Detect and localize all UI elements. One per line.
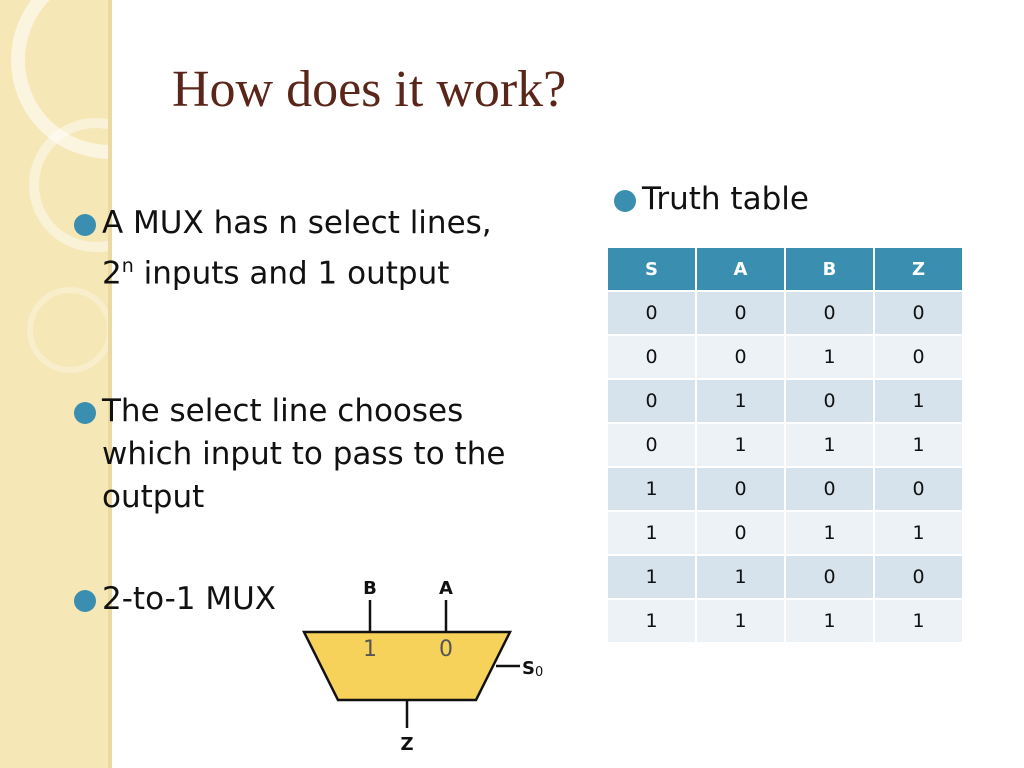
- slide-title: How does it work?: [172, 61, 567, 118]
- truth-table-cell: 0: [695, 466, 786, 512]
- bullet-select-line-chooses: The select line chooses which input to p…: [74, 390, 514, 520]
- truth-table-cell: 0: [695, 334, 786, 380]
- mux-input-a-label: A: [439, 578, 453, 599]
- bullet-dot-icon: [74, 402, 96, 424]
- truth-table-cell: 1: [873, 378, 964, 424]
- truth-table-cell: 0: [606, 290, 697, 336]
- header-s: S: [606, 246, 697, 292]
- mux-select-label: S0: [522, 658, 543, 680]
- header-a: A: [695, 246, 786, 292]
- truth-table-cell: 0: [873, 334, 964, 380]
- bullet-dot-icon: [74, 214, 96, 236]
- truth-table-cell: 1: [606, 554, 697, 600]
- truth-table-cell: 0: [606, 422, 697, 468]
- truth-table-cell: 1: [695, 554, 786, 600]
- mux-input-b-label: B: [363, 578, 377, 599]
- truth-table-cell: 1: [873, 422, 964, 468]
- truth-table-cell: 1: [784, 334, 875, 380]
- mux-output-label: Z: [400, 734, 413, 755]
- truth-table-cell: 1: [606, 510, 697, 556]
- truth-table-cell: 0: [606, 378, 697, 424]
- mux-diagram: B A 1 0 S0 Z: [301, 578, 543, 755]
- truth-table-cell: 1: [606, 466, 697, 512]
- truth-table-cell: 0: [784, 290, 875, 336]
- bullet-text: Truth table: [642, 181, 809, 217]
- bullet-dot-icon: [74, 590, 96, 612]
- truth-table-cell: 1: [784, 510, 875, 556]
- bullet-text: A MUX has n select lines, 2n inputs and …: [102, 205, 492, 292]
- truth-table-cell: 0: [784, 466, 875, 512]
- truth-table-cell: 0: [873, 554, 964, 600]
- truth-table-cell: 1: [606, 598, 697, 644]
- truth-table-cell: 1: [873, 598, 964, 644]
- truth-table-cell: 0: [784, 554, 875, 600]
- mux-port-0: 0: [439, 637, 453, 662]
- truth-table-cell: 0: [695, 510, 786, 556]
- bullet-text: The select line chooses which input to p…: [102, 393, 506, 515]
- truth-table-cell: 0: [873, 290, 964, 336]
- truth-table-cell: 0: [784, 378, 875, 424]
- truth-table-cell: 1: [784, 598, 875, 644]
- truth-table-cell: 0: [695, 290, 786, 336]
- bullet-truth-table: Truth table: [614, 178, 954, 228]
- decorative-side-strip: [0, 0, 112, 768]
- mux-body: [301, 630, 513, 702]
- truth-table-cell: 0: [606, 334, 697, 380]
- truth-table-cell: 0: [873, 466, 964, 512]
- truth-table-cell: 1: [784, 422, 875, 468]
- truth-table-cell: 1: [695, 598, 786, 644]
- bullet-2-to-1-mux: 2-to-1 MUX: [74, 578, 514, 628]
- bullet-dot-icon: [614, 190, 636, 212]
- truth-table-cell: 1: [873, 510, 964, 556]
- bullet-text: 2-to-1 MUX: [102, 581, 277, 617]
- header-z: Z: [873, 246, 964, 292]
- truth-table-cell: 1: [695, 422, 786, 468]
- bullet-mux-select-lines: A MUX has n select lines, 2n inputs and …: [74, 202, 514, 332]
- mux-port-1: 1: [363, 637, 377, 662]
- header-b: B: [784, 246, 875, 292]
- truth-table-header-row: S A B Z: [606, 246, 964, 292]
- decorative-circles-icon: [11, 0, 112, 373]
- truth-table-cell: 1: [695, 378, 786, 424]
- superscript-n: n: [121, 255, 134, 277]
